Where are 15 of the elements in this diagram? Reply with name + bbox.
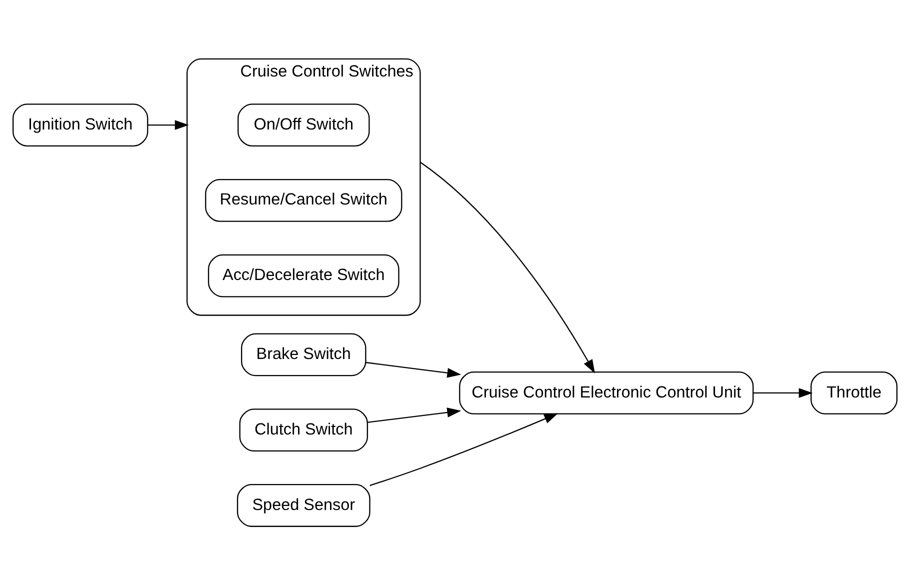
arrow (370, 413, 558, 486)
node-box: Ignition Switch (12, 104, 148, 146)
node-box: Brake Switch (241, 333, 366, 376)
node-box: Resume/Cancel Switch (205, 178, 402, 222)
node-box: Throttle (810, 372, 898, 414)
node-box: Clutch Switch (239, 408, 368, 452)
arrow (368, 408, 462, 423)
arrow (366, 362, 462, 378)
arrow (753, 388, 813, 398)
node-box: Acc/Decelerate Switch (208, 254, 400, 298)
node-box: On/Off Switch (238, 104, 370, 146)
node-box: Speed Sensor (236, 484, 370, 527)
arrow (420, 162, 595, 374)
arrow (148, 120, 189, 130)
node-box: Cruise Control Electronic Control Unit (459, 372, 754, 414)
